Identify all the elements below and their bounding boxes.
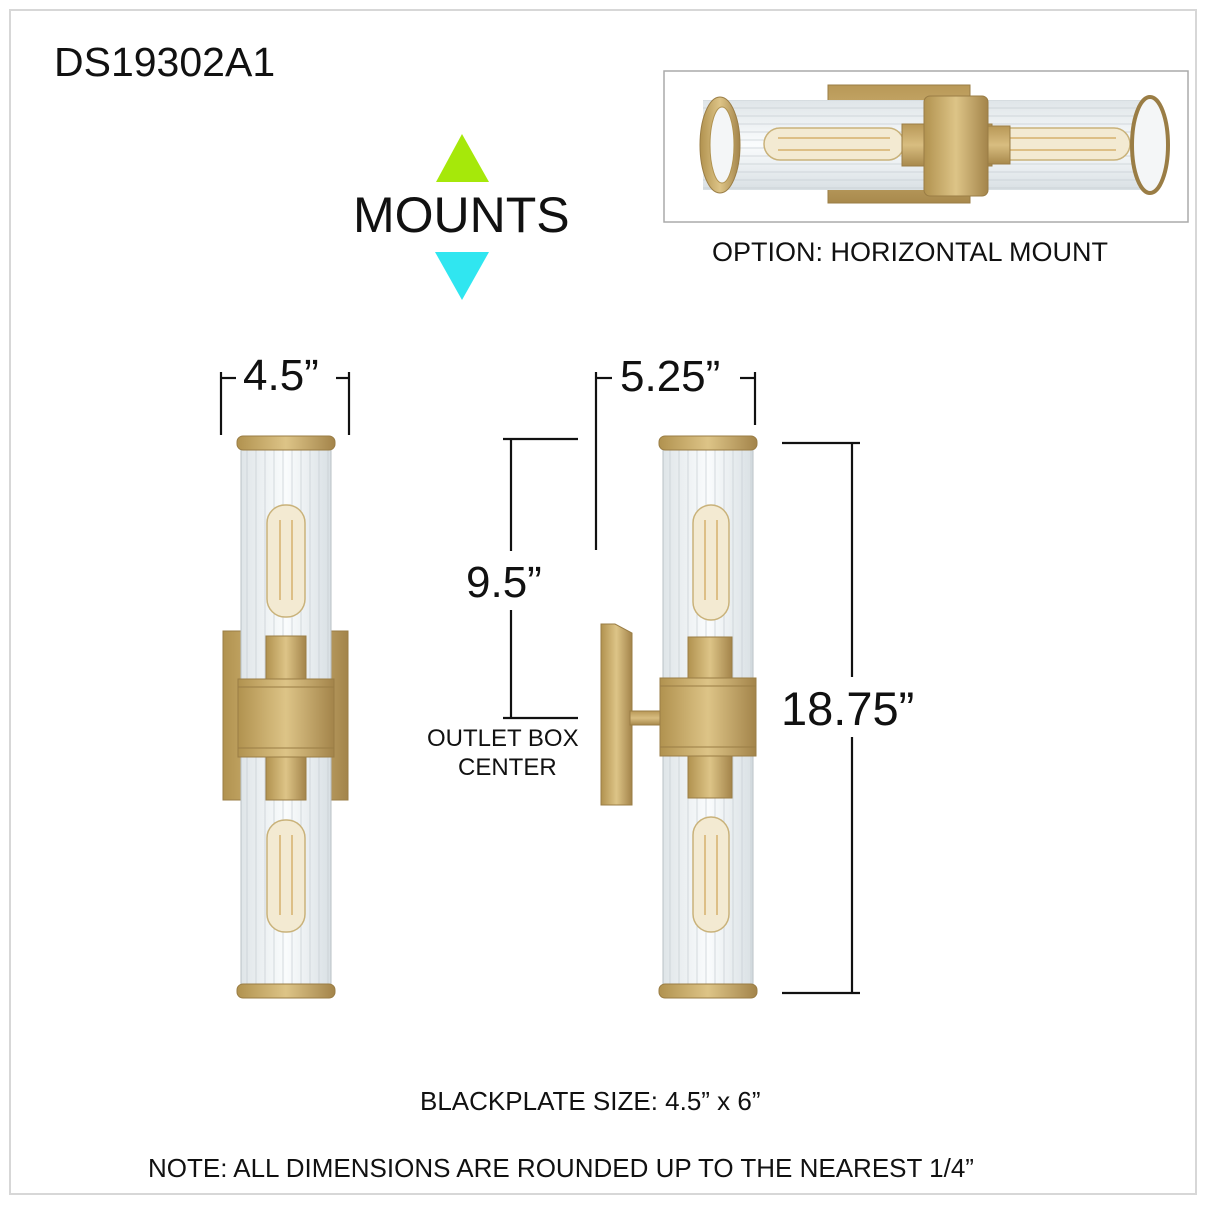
width-front-dimension: 4.5” [243, 351, 319, 400]
horizontal-mount-image [663, 70, 1189, 223]
model-number: DS19302A1 [54, 39, 276, 85]
backplate-size-text: BLACKPLATE SIZE: 4.5” x 6” [420, 1086, 761, 1116]
down-arrow-icon [435, 252, 489, 300]
horizontal-mount-caption: OPTION: HORIZONTAL MOUNT [712, 237, 1108, 267]
overall-height-dimension: 18.75” [781, 682, 915, 735]
outlet-height-dimension: 9.5” [466, 558, 542, 607]
dimension-note: NOTE: ALL DIMENSIONS ARE ROUNDED UP TO T… [148, 1153, 974, 1183]
mounts-label: MOUNTS [353, 187, 570, 243]
up-arrow-icon [436, 134, 489, 182]
front-view-fixture [222, 435, 349, 999]
extension-dimension: 5.25” [620, 352, 721, 401]
dimension-lines [219, 372, 860, 995]
side-view-fixture [600, 435, 758, 999]
outlet-box-label-line2: CENTER [458, 754, 557, 781]
outlet-box-label-line1: OUTLET BOX [427, 725, 579, 752]
page-frame [9, 9, 1197, 1195]
